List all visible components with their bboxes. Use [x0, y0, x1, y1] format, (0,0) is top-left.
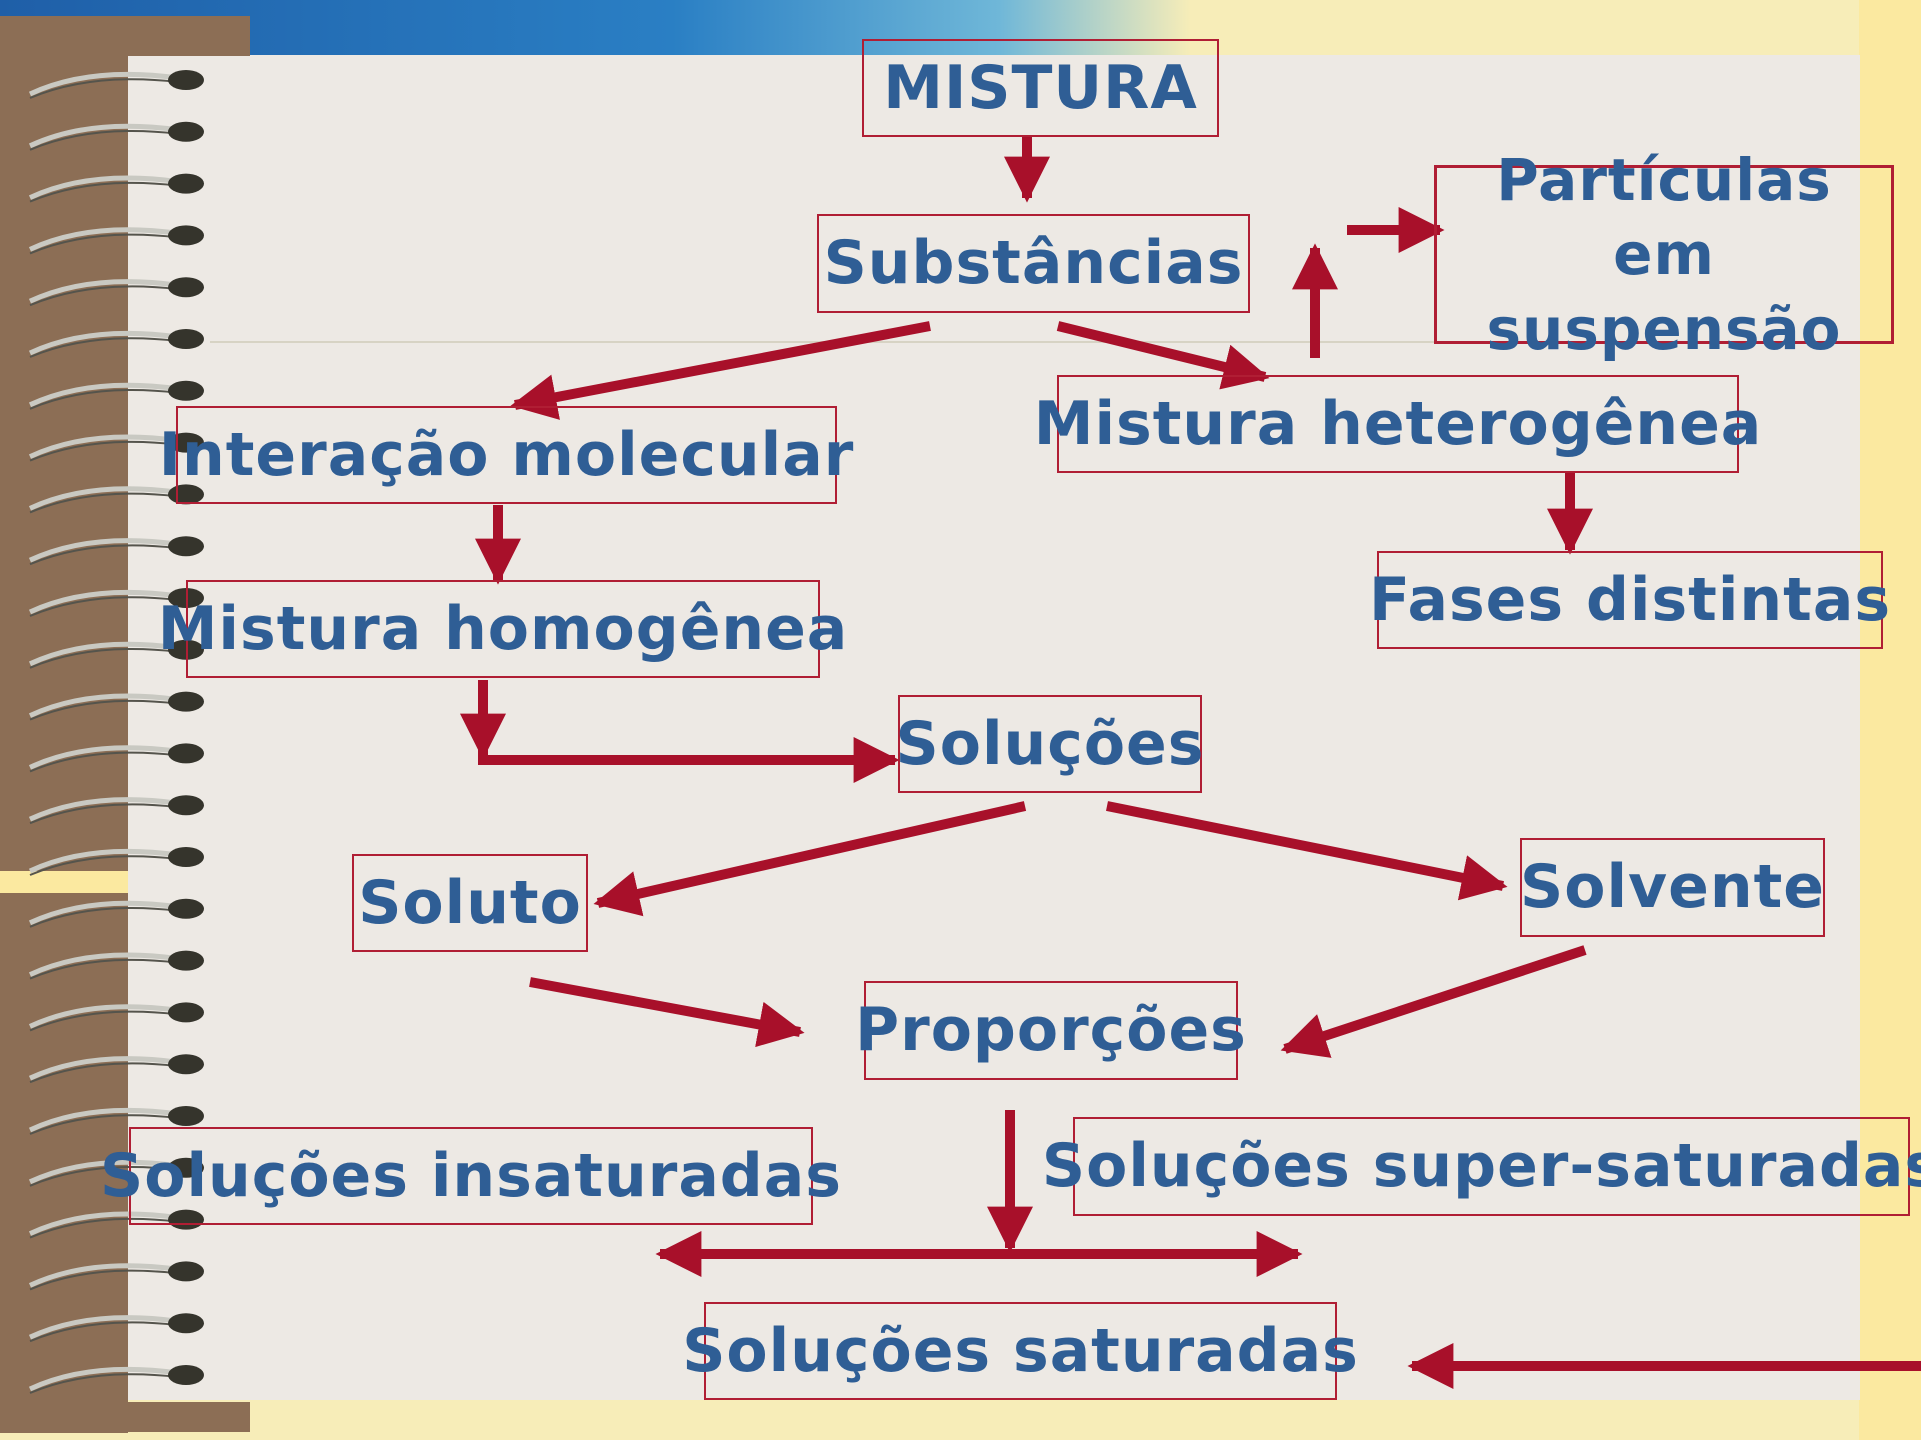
node-soluto: Soluto: [352, 854, 588, 952]
arrow-solvente-to-proporcoes: [1280, 945, 1587, 1058]
notebook-page: [125, 55, 1860, 1400]
node-solvente-label: Solvente: [1520, 852, 1825, 923]
node-fases-distintas-label: Fases distintas: [1368, 564, 1892, 635]
spiral-ring: [28, 1365, 204, 1394]
node-mistura-heterogenea: Mistura heterogênea: [1034, 375, 1761, 473]
node-interacao-molecular: Interação molecular: [159, 406, 853, 504]
arrow-substancias-to-heterogenea: [1056, 321, 1270, 390]
node-particulas: Partículas em suspensão: [1434, 146, 1894, 363]
spiral-ring: [28, 536, 204, 566]
node-mistura-heterogenea-label: Mistura heterogênea: [1033, 388, 1763, 459]
arrow-solucoes-to-soluto: [593, 801, 1027, 917]
node-solucoes-saturadas-label: Soluções saturadas: [682, 1315, 1359, 1386]
top-decor-band: [0, 0, 1921, 62]
spiral-ring: [28, 950, 204, 980]
spiral-ring: [28, 121, 204, 151]
notebook-cover-gap: [0, 871, 128, 893]
spiral-ring: [28, 898, 204, 928]
node-solucoes-saturadas: Soluções saturadas: [682, 1302, 1358, 1400]
spiral-ring: [28, 1106, 204, 1135]
notebook-cover-tab-top: [128, 16, 250, 56]
node-solvente: Solvente: [1520, 838, 1825, 937]
node-proporcoes: Proporções: [855, 981, 1246, 1080]
spiral-ring: [28, 277, 204, 307]
node-mistura-homogenea-label: Mistura homogênea: [157, 593, 849, 664]
node-solucoes: Soluções: [895, 695, 1205, 793]
node-solucoes-label: Soluções: [895, 708, 1205, 779]
node-soluto-label: Soluto: [358, 867, 582, 938]
node-mistura-homogenea: Mistura homogênea: [158, 580, 847, 678]
spiral-ring: [28, 691, 204, 721]
node-substancias: Substâncias: [817, 214, 1250, 313]
spiral-ring: [28, 1157, 204, 1187]
arrow-solucoes-to-solvente: [1106, 801, 1508, 901]
node-proporcoes-label: Proporções: [855, 995, 1247, 1066]
node-solucoes-insaturadas: Soluções insaturadas: [100, 1127, 841, 1225]
node-mistura-label: MISTURA: [883, 52, 1198, 123]
node-mistura: MISTURA: [862, 39, 1219, 137]
spiral-ring: [28, 1313, 204, 1343]
node-interacao-molecular-label: Interação molecular: [158, 419, 855, 490]
spiral-ring: [28, 329, 204, 358]
arrow-homogenea-to-solucoes: [478, 680, 900, 783]
notebook-rule-line: [210, 341, 1860, 343]
node-solucoes-super-saturadas: Soluções super-saturadas: [1042, 1117, 1921, 1216]
notebook-cover-tab-bottom: [128, 1402, 250, 1432]
spiral-ring: [28, 743, 204, 773]
arrow-substancias-to-interacao: [510, 321, 931, 420]
spiral-ring: [28, 1002, 204, 1032]
right-decor-band: [1859, 0, 1921, 1440]
spiral-ring: [28, 70, 204, 99]
node-solucoes-super-saturadas-label: Soluções super-saturadas: [1041, 1131, 1921, 1202]
spiral-ring: [28, 1261, 204, 1291]
spiral-ring: [28, 847, 204, 876]
spiral-ring: [28, 1054, 204, 1084]
node-fases-distintas: Fases distintas: [1369, 551, 1890, 649]
node-substancias-label: Substâncias: [823, 228, 1244, 299]
spiral-ring: [28, 225, 204, 255]
spiral-ring: [28, 173, 204, 203]
spiral-ring: [28, 380, 204, 410]
arrow-soluto-to-proporcoes: [529, 977, 805, 1048]
spiral-ring: [28, 795, 204, 825]
node-particulas-label: Partículas em suspensão: [1486, 146, 1842, 363]
node-solucoes-insaturadas-label: Soluções insaturadas: [100, 1140, 842, 1211]
